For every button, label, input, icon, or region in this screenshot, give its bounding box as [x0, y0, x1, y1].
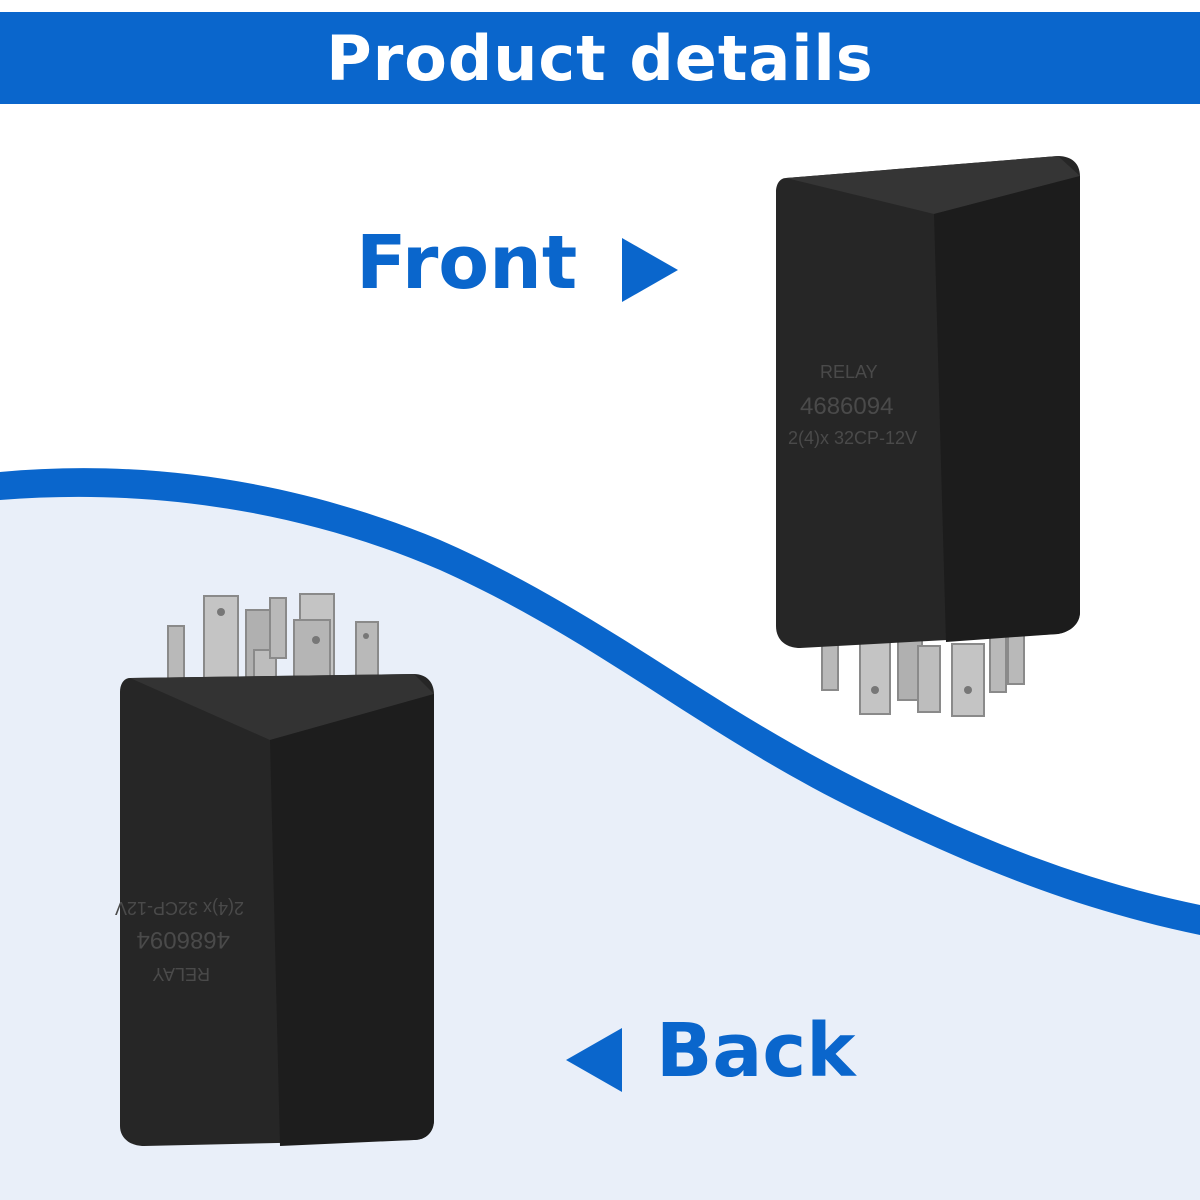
- relay-front-pins: [821, 631, 1025, 717]
- relay-back-side: [270, 694, 434, 1146]
- relay-back-marking-line3: 2(4)x 32CP-12V: [115, 898, 244, 918]
- relay-back-top: [130, 674, 434, 740]
- relay-marking-line3: 2(4)x 32CP-12V: [788, 428, 917, 448]
- relay-front-marking: RELAY 4686094 2(4)x 32CP-12V: [788, 362, 917, 448]
- page-title: Product details: [326, 21, 874, 95]
- relay-front-top: [786, 156, 1080, 214]
- relay-marking-line1: RELAY: [820, 362, 878, 382]
- triangle-left-icon: [566, 1028, 622, 1092]
- back-label: Back: [656, 1008, 856, 1094]
- wave-stroke: [0, 468, 1200, 935]
- relay-back-marking-line1: RELAY: [152, 964, 210, 984]
- relay-back-marking: RELAY 4686094 2(4)x 32CP-12V: [115, 898, 244, 984]
- front-label: Front: [356, 220, 578, 306]
- relay-front-side: [934, 176, 1080, 642]
- relay-marking-line2: 4686094: [800, 393, 893, 420]
- triangle-right-icon: [622, 238, 678, 302]
- header-bar: Product details: [0, 12, 1200, 104]
- relay-back-marking-line2: 4686094: [137, 926, 230, 953]
